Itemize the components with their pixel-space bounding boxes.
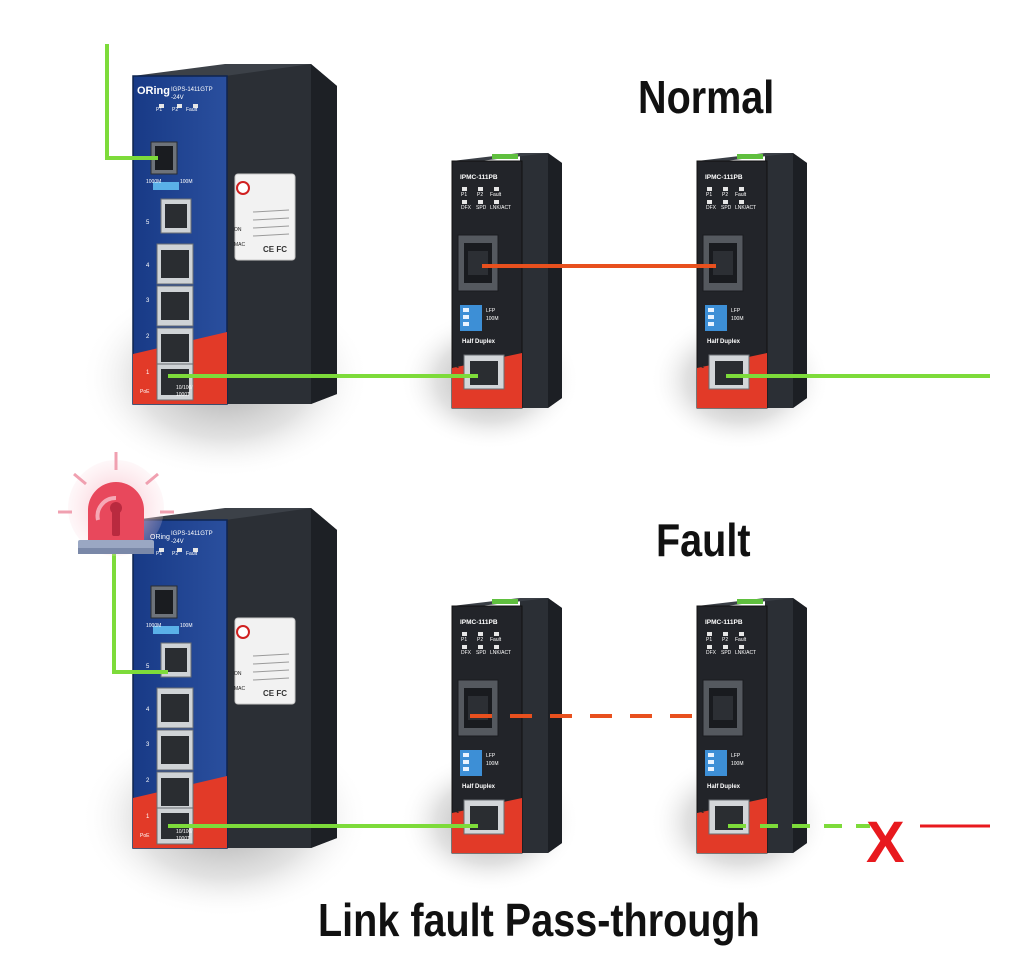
switch-port-number-2: 2 [146, 334, 150, 340]
converter-4-led-p1: P1 [706, 637, 712, 643]
switch-port-caption-line1-2: 10/100/ [176, 829, 193, 835]
switch-led-label-p2: P2 [172, 107, 178, 113]
media-converter-1-normal [451, 152, 563, 409]
switch-port-number-3: 3 [146, 298, 150, 304]
converter-3-led-dfx: DFX [461, 650, 472, 656]
converter-4-led-lnk: LNK/ACT [735, 650, 756, 656]
switch-model-suffix-2: -24V [171, 539, 184, 545]
converter-1-model: IPMC-111PB [460, 174, 498, 181]
switch-speed-label-right: 100M [180, 179, 193, 185]
switch-led-label-fault-2: Fault [186, 551, 198, 557]
switch-port-caption-line2: 1000T [176, 392, 190, 398]
converter-3-led-p1: P1 [461, 637, 467, 643]
switch-port-number-5: 5 [146, 220, 150, 226]
switch-speed-label-left: 1000M [146, 179, 161, 185]
converter-1-dip-lfp: LFP [486, 308, 496, 314]
converter-4-dip-100m: 100M [731, 761, 744, 767]
converter-2-model: IPMC-111PB [705, 174, 743, 181]
converter-4-dip-lfp: LFP [731, 753, 741, 759]
caption-normal: Normal [638, 71, 775, 123]
switch-port-number-2-2: 2 [146, 778, 150, 784]
converter-1-led-spd: SPD [476, 205, 487, 211]
media-converter-2-normal [696, 152, 808, 409]
switch-led-label-fault: Fault [186, 107, 198, 113]
converter-4-led-spd: SPD [721, 650, 732, 656]
converter-4-led-fault: Fault [735, 637, 747, 643]
converter-1-led-lnk: LNK/ACT [490, 205, 511, 211]
media-converter-2-fault [696, 597, 808, 854]
converter-1-led-p1: P1 [461, 192, 467, 198]
switch-poe-label-2: PoE [140, 833, 150, 839]
ethernet-cable-alarm-fault [112, 554, 168, 674]
converter-4-model: IPMC-111PB [705, 619, 743, 626]
converter-2-duplex-label: Half Duplex [707, 339, 741, 345]
media-converter-1-fault [451, 597, 563, 854]
switch-side-label-on: ON [234, 227, 242, 233]
industrial-switch-normal [132, 63, 338, 405]
converter-3-led-lnk: LNK/ACT [490, 650, 511, 656]
converter-4-led-p2: P2 [722, 637, 728, 643]
switch-brand-logo-2: ORing [150, 534, 170, 541]
switch-port-number-5-2: 5 [146, 664, 150, 670]
switch-port-caption-line2-2: 1000T [176, 836, 190, 842]
converter-3-dip-lfp: LFP [486, 753, 496, 759]
switch-port-number-4-2: 4 [146, 707, 150, 713]
converter-2-dip-100m: 100M [731, 316, 744, 322]
converter-4-port-number: 1 [701, 809, 705, 815]
ethernet-cable-uplink-normal [105, 44, 158, 160]
switch-side-label-mac: MAC [234, 242, 246, 248]
converter-1-led-p2: P2 [477, 192, 483, 198]
converter-3-duplex-label: Half Duplex [462, 784, 496, 790]
switch-speed-label-right-2: 100M [180, 623, 193, 629]
converter-2-led-lnk: LNK/ACT [735, 205, 756, 211]
converter-1-duplex-label: Half Duplex [462, 339, 496, 345]
converter-3-model: IPMC-111PB [460, 619, 498, 626]
switch-port-number-4: 4 [146, 263, 150, 269]
converter-2-dip-lfp: LFP [731, 308, 741, 314]
switch-side-label-on-2: ON [234, 671, 242, 677]
converter-1-dip-100m: 100M [486, 316, 499, 322]
converter-1-led-fault: Fault [490, 192, 502, 198]
converter-1-port-number: 1 [456, 364, 460, 370]
switch-speed-label-left-2: 1000M [146, 623, 161, 629]
switch-side-label-mac-2: MAC [234, 686, 246, 692]
switch-model-label-2: IGPS-1411GTP [171, 531, 213, 537]
converter-2-led-spd: SPD [721, 205, 732, 211]
converter-4-duplex-label: Half Duplex [707, 784, 741, 790]
industrial-switch-fault [132, 507, 338, 849]
converter-2-led-p1: P1 [706, 192, 712, 198]
switch-model-label: IGPS-1411GTP [171, 87, 213, 93]
converter-3-led-p2: P2 [477, 637, 483, 643]
converter-4-led-dfx: DFX [706, 650, 717, 656]
converter-3-dip-100m: 100M [486, 761, 499, 767]
switch-model-suffix: -24V [171, 95, 184, 101]
switch-port-number-1-2: 1 [146, 814, 150, 820]
converter-1-led-dfx: DFX [461, 205, 472, 211]
caption-fault: Fault [656, 514, 751, 566]
switch-led-label-p1: P1 [156, 107, 162, 113]
converter-3-port-number: 1 [456, 809, 460, 815]
alarm-light-icon [58, 452, 174, 556]
switch-poe-label: PoE [140, 389, 150, 395]
switch-port-caption-line1: 10/100/ [176, 385, 193, 391]
converter-3-led-fault: Fault [490, 637, 502, 643]
caption-link-fault-pass-through: Link fault Pass-through [318, 894, 760, 946]
fault-x-mark: X [866, 810, 905, 875]
switch-port-number-1: 1 [146, 370, 150, 376]
converter-2-led-fault: Fault [735, 192, 747, 198]
switch-port-number-3-2: 3 [146, 742, 150, 748]
converter-2-port-number: 1 [701, 364, 705, 370]
switch-led-label-p2-2: P2 [172, 551, 178, 557]
switch-brand-logo: ORing [137, 85, 170, 97]
converter-2-led-p2: P2 [722, 192, 728, 198]
switch-led-label-p1-2: P1 [156, 551, 162, 557]
converter-3-led-spd: SPD [476, 650, 487, 656]
converter-2-led-dfx: DFX [706, 205, 717, 211]
